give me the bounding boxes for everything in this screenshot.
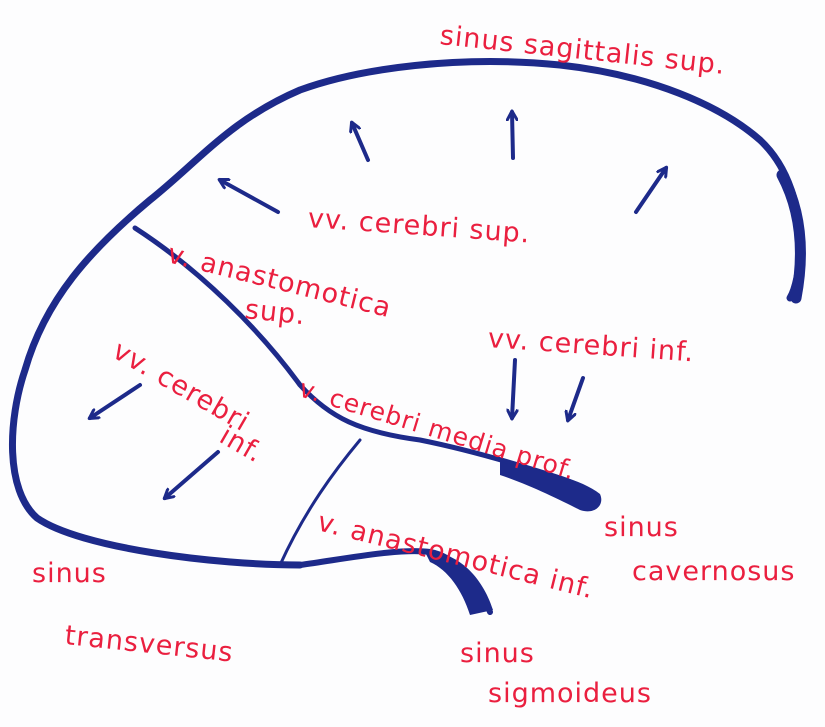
arrow-sup-1 [220,180,278,212]
arrow-inf-right-2 [568,378,583,420]
arrow-sup-2 [352,123,368,160]
arrow-inf-left-1 [90,385,140,418]
label-sinus-sigmoideus-2: sigmoideus [488,680,652,707]
label-sinus-transversus-1: sinus [32,560,107,587]
arrow-inf-right-1 [512,360,515,418]
brain-outline [12,62,800,565]
arrow-sup-3 [512,112,513,158]
arrow-sup-4 [636,168,666,212]
sinus-sagittalis-thick-end [782,175,800,298]
v-anastomotica-inf-line [280,440,360,565]
label-sinus-cavernosus-2: cavernosus [632,558,795,585]
label-v-anastomotica-sup-2: sup. [244,296,307,329]
arrow-inf-left-2 [165,452,218,498]
label-sinus-sigmoideus-1: sinus [460,640,535,667]
label-sinus-cavernosus-1: sinus [604,514,679,541]
